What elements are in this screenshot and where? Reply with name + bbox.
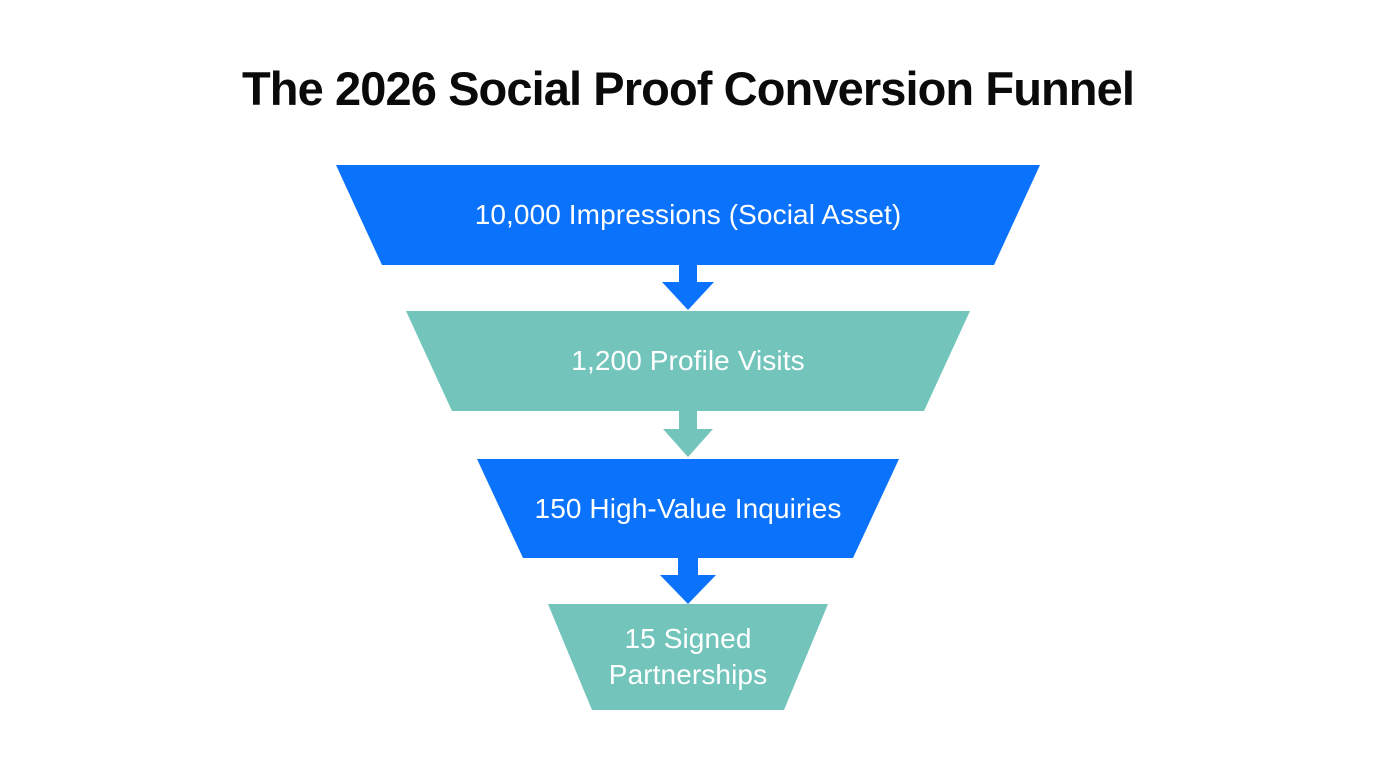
funnel-stage-2-shape[interactable] [406,311,970,411]
funnel-stage-1-shape[interactable] [336,165,1040,265]
page-title: The 2026 Social Proof Conversion Funnel [241,62,1135,115]
funnel-connector-arrow-3 [660,558,716,604]
funnel-connector-arrow-1 [662,265,714,310]
funnel-stage-3-shape[interactable] [477,459,899,558]
funnel-stage-4-shape[interactable] [548,604,828,710]
funnel-connector-arrow-2 [663,411,713,457]
